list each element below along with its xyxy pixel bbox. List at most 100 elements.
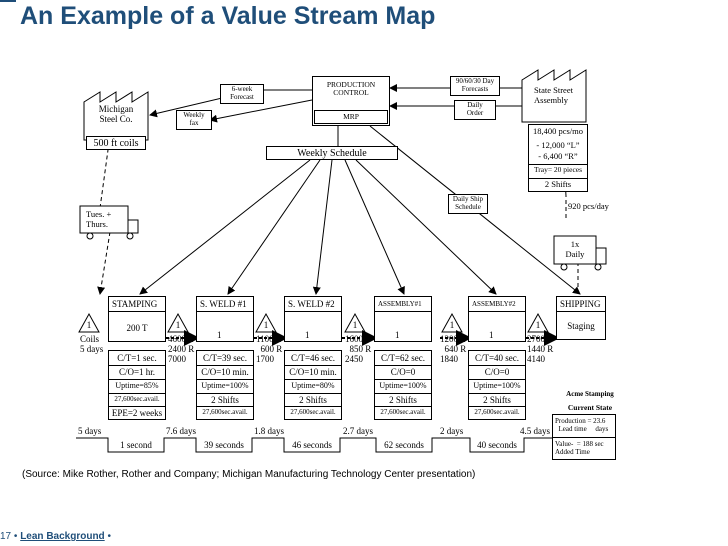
customer-divider bbox=[529, 178, 587, 179]
data-box-stamping: C/T=1 sec. C/O=1 hr. Uptime=85% 27,600se… bbox=[108, 350, 166, 420]
data-divider bbox=[469, 393, 525, 394]
source-citation: (Source: Mike Rother, Rother and Company… bbox=[22, 469, 476, 480]
data-divider bbox=[469, 379, 525, 380]
process-equipment: Staging bbox=[567, 321, 595, 331]
inventory-mark: 1 bbox=[175, 320, 181, 330]
summary-divider bbox=[553, 437, 615, 438]
process-assembly-1: ASSEMBLY#1 1 bbox=[374, 296, 432, 342]
timeline-seconds: 1 second bbox=[120, 440, 152, 450]
available-time: 27,600sec.avail. bbox=[114, 395, 160, 403]
data-divider bbox=[197, 379, 253, 380]
customer-truck-icon bbox=[553, 235, 607, 271]
data-divider bbox=[109, 365, 165, 366]
weekly-fax: Weekly fax bbox=[176, 110, 212, 130]
data-box-assembly-1: C/T=62 sec. C/O=0 Uptime=100% 2 Shifts 2… bbox=[374, 350, 432, 420]
data-divider bbox=[109, 406, 165, 407]
changeover-time: C/O=0 bbox=[390, 367, 416, 377]
timeline-days: 7.6 days bbox=[166, 426, 196, 436]
process-name: ASSEMBLY#1 bbox=[375, 297, 431, 312]
push-count: 7000 bbox=[168, 354, 186, 364]
cycle-time: C/T=46 sec. bbox=[290, 353, 336, 363]
timeline bbox=[76, 437, 552, 453]
inventory-quantity: Coils 5 days bbox=[80, 334, 104, 355]
timeline-seconds: 46 seconds bbox=[292, 440, 332, 450]
cycle-time: C/T=40 sec. bbox=[474, 353, 520, 363]
data-divider bbox=[285, 365, 341, 366]
timeline-days: 5 days bbox=[78, 426, 102, 436]
customer-demand-l: - 12,000 “L” bbox=[536, 140, 580, 150]
data-divider bbox=[375, 365, 431, 366]
changeover-time: C/O=10 min. bbox=[201, 367, 249, 377]
inventory-mark: 1 bbox=[352, 320, 358, 330]
daily-order: Daily Order bbox=[454, 100, 496, 120]
shifts: 2 Shifts bbox=[389, 395, 417, 405]
supplier-delivery: Tues. + Thurs. bbox=[86, 209, 112, 229]
schedule-to-assembly2 bbox=[355, 159, 497, 295]
shifts: 2 Shifts bbox=[483, 395, 511, 405]
data-divider bbox=[197, 393, 253, 394]
available-time: 27,600sec.avail. bbox=[202, 408, 248, 416]
process-name: SHIPPING bbox=[557, 297, 605, 312]
customer-divider bbox=[529, 164, 587, 165]
timeline-seconds: 62 seconds bbox=[384, 440, 424, 450]
changeover-time: C/O=0 bbox=[484, 367, 510, 377]
data-divider bbox=[469, 406, 525, 407]
timeline-days: 4.5 days bbox=[520, 426, 550, 436]
data-box-weld-1: C/T=39 sec. C/O=10 min. Uptime=100% 2 Sh… bbox=[196, 350, 254, 420]
timeline-days: 2 days bbox=[440, 426, 464, 436]
schedule-to-stamping bbox=[139, 159, 311, 295]
process-equipment: 200 T bbox=[126, 323, 148, 333]
data-divider bbox=[375, 393, 431, 394]
data-divider bbox=[469, 365, 525, 366]
uptime: Uptime=85% bbox=[115, 381, 159, 390]
production-lead-time: Production = 23.6 Lead time days bbox=[555, 417, 609, 434]
customer-shifts: 2 Shifts bbox=[544, 179, 572, 189]
changeover-time: C/O=1 hr. bbox=[118, 367, 156, 377]
push-count: 1840 bbox=[440, 354, 458, 364]
supplier-to-truck bbox=[99, 149, 109, 209]
available-time: 27,600sec.avail. bbox=[380, 408, 426, 416]
push-count: 1700 bbox=[256, 354, 274, 364]
epe: EPE=2 weeks bbox=[111, 408, 163, 418]
data-divider bbox=[375, 406, 431, 407]
uptime: Uptime=100% bbox=[473, 381, 521, 390]
inventory-triangle bbox=[167, 312, 189, 333]
available-time: 27,600sec.avail. bbox=[474, 408, 520, 416]
footer-bullet: • bbox=[107, 531, 111, 542]
schedule-to-weld1 bbox=[227, 159, 321, 295]
uptime: Uptime=100% bbox=[379, 381, 427, 390]
section-link[interactable]: Lean Background bbox=[20, 531, 105, 542]
push-count: 2450 bbox=[345, 354, 363, 364]
customer-daily-rate: 920 pcs/day bbox=[568, 201, 609, 211]
inventory-mark: 1 bbox=[86, 320, 92, 330]
weekly-fax-arrow bbox=[209, 99, 313, 123]
process-stamping: STAMPING 200 T bbox=[108, 296, 166, 342]
operator-count: 1 bbox=[305, 330, 310, 340]
process-assembly-2: ASSEMBLY#2 1 bbox=[468, 296, 526, 342]
slide-title: An Example of a Value Stream Map bbox=[20, 2, 436, 30]
mrp-label: MRP bbox=[314, 110, 388, 124]
inventory-quantity: 2700 L 1440 R bbox=[527, 334, 554, 355]
data-divider bbox=[109, 393, 165, 394]
map-state-label: Current State bbox=[567, 403, 613, 412]
customer-demand: 18,400 pcs/mo bbox=[532, 126, 584, 136]
timeline-seconds: 39 seconds bbox=[204, 440, 244, 450]
supplier-name: Michigan Steel Co. bbox=[98, 104, 134, 125]
timeline-days: 2.7 days bbox=[343, 426, 373, 436]
inventory-triangle bbox=[527, 312, 549, 333]
cycle-time: C/T=39 sec. bbox=[202, 353, 248, 363]
data-box-weld-2: C/T=46 sec. C/O=10 min. Uptime=80% 2 Shi… bbox=[284, 350, 342, 420]
changeover-time: C/O=10 min. bbox=[289, 367, 337, 377]
process-shipping: SHIPPING Staging bbox=[556, 296, 606, 340]
page-number: 17 bbox=[0, 531, 12, 542]
inventory-mark: 1 bbox=[263, 320, 269, 330]
customer-factory-icon bbox=[521, 69, 587, 123]
inventory-quantity: 1100 L 600 R bbox=[256, 334, 283, 355]
cycle-time: C/T=1 sec. bbox=[117, 353, 157, 363]
customer-data-box: 18,400 pcs/mo - 12,000 “L” - 6,400 “R” T… bbox=[528, 124, 588, 192]
data-box-assembly-2: C/T=40 sec. C/O=0 Uptime=100% 2 Shifts 2… bbox=[468, 350, 526, 420]
process-name: ASSEMBLY#2 bbox=[469, 297, 525, 312]
inventory-mark: 1 bbox=[449, 320, 455, 330]
inventory-mark: 1 bbox=[535, 320, 541, 330]
